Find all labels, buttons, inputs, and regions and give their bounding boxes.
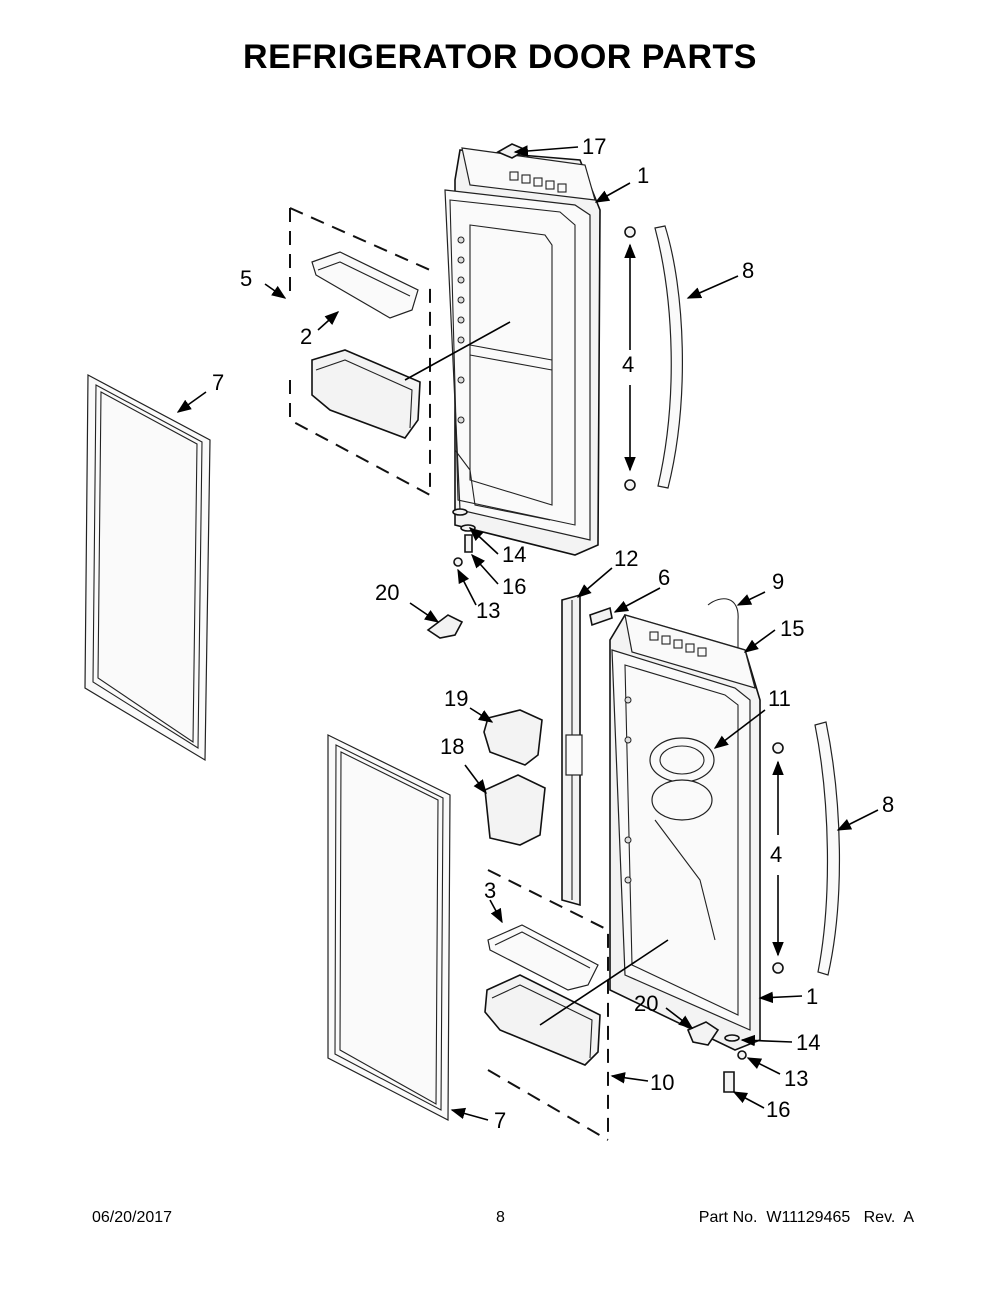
callout-20-bottom: 20 (634, 991, 658, 1016)
callout-8-bottom: 8 (882, 792, 894, 817)
part-4-screws-top (624, 226, 636, 491)
hinge-hardware-top (452, 508, 476, 567)
callout-8-top: 8 (742, 258, 754, 283)
callout-16-top: 16 (502, 574, 526, 599)
callout-3: 3 (484, 878, 496, 903)
callout-9: 9 (772, 569, 784, 594)
callout-10: 10 (650, 1070, 674, 1095)
part-10-bin-kit (484, 869, 669, 1141)
callout-5: 5 (240, 266, 252, 291)
part-7-gasket-bottom (327, 734, 451, 1121)
footer-date: 06/20/2017 (92, 1209, 173, 1226)
callout-11: 11 (768, 686, 791, 711)
part-7-gasket-left (84, 374, 211, 762)
callout-14-bottom: 14 (796, 1030, 820, 1055)
callout-19: 19 (444, 686, 468, 711)
upper-door-assembly (444, 147, 601, 556)
callout-7-left: 7 (212, 370, 224, 395)
part-18-bin (484, 774, 546, 846)
callout-14-top: 14 (502, 542, 526, 567)
page-title: REFRIGERATOR DOOR PARTS (243, 38, 757, 76)
part-8-handle-top (654, 225, 683, 489)
callout-13-top: 13 (476, 598, 500, 623)
callout-4-bottom: 4 (770, 842, 782, 867)
part-12-mullion (561, 593, 583, 907)
lower-door-assembly (609, 614, 761, 1051)
callout-20-top: 20 (375, 580, 399, 605)
callout-labels: 17 1 5 2 8 4 7 14 16 13 12 6 9 15 20 19 … (212, 134, 894, 1133)
callout-1-bottom: 1 (806, 984, 818, 1009)
part-6-screw (589, 606, 613, 627)
leader-arrows (176, 145, 879, 1121)
callout-4-top: 4 (622, 352, 634, 377)
hinge-hardware-bottom (723, 1034, 747, 1093)
callout-12: 12 (614, 546, 638, 571)
part-9-water-tube (707, 598, 739, 650)
part-20-hinge-cover-bottom (686, 1021, 720, 1046)
callout-13-bottom: 13 (784, 1066, 808, 1091)
callout-6: 6 (658, 565, 670, 590)
callout-15: 15 (780, 616, 804, 641)
part-4-screws-bottom (772, 742, 784, 974)
footer-page-number: 8 (496, 1209, 505, 1226)
callout-7-bottom: 7 (494, 1108, 506, 1133)
callout-1-top: 1 (637, 163, 649, 188)
part-5-bin-kit (289, 207, 511, 497)
callout-16-bottom: 16 (766, 1097, 790, 1122)
part-8-handle-bottom (814, 721, 841, 976)
callout-2: 2 (300, 324, 312, 349)
part-19-bin (483, 709, 543, 766)
part-20-hinge-cover-top (426, 614, 464, 639)
footer-part-number: Part No. W11129465 Rev. A (698, 1209, 914, 1226)
callout-18: 18 (440, 734, 464, 759)
callout-17: 17 (582, 134, 606, 159)
